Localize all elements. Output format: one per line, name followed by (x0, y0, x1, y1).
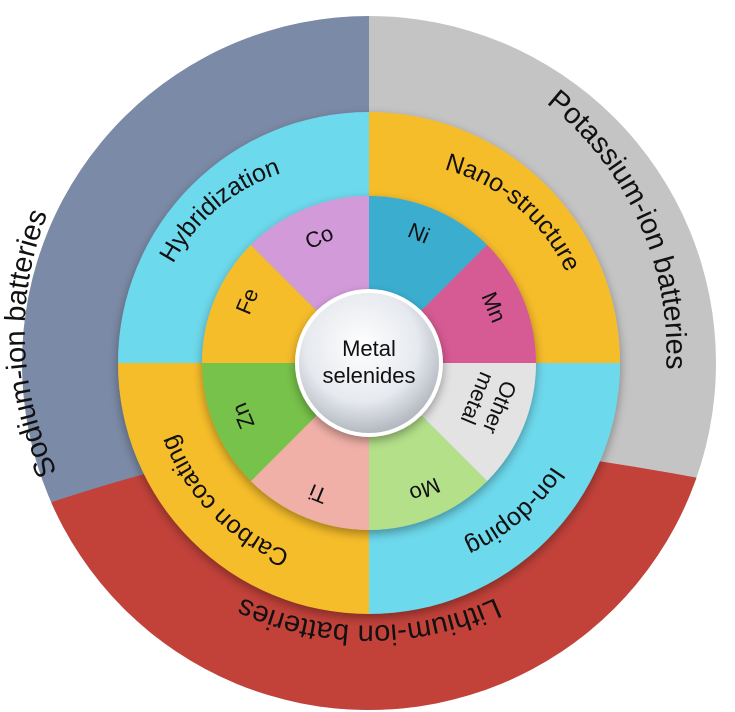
center-hub: Metal selenides (295, 289, 443, 437)
center-circle (295, 289, 443, 437)
center-title-line1: Metal (342, 336, 396, 361)
center-title-line2: selenides (323, 363, 416, 388)
